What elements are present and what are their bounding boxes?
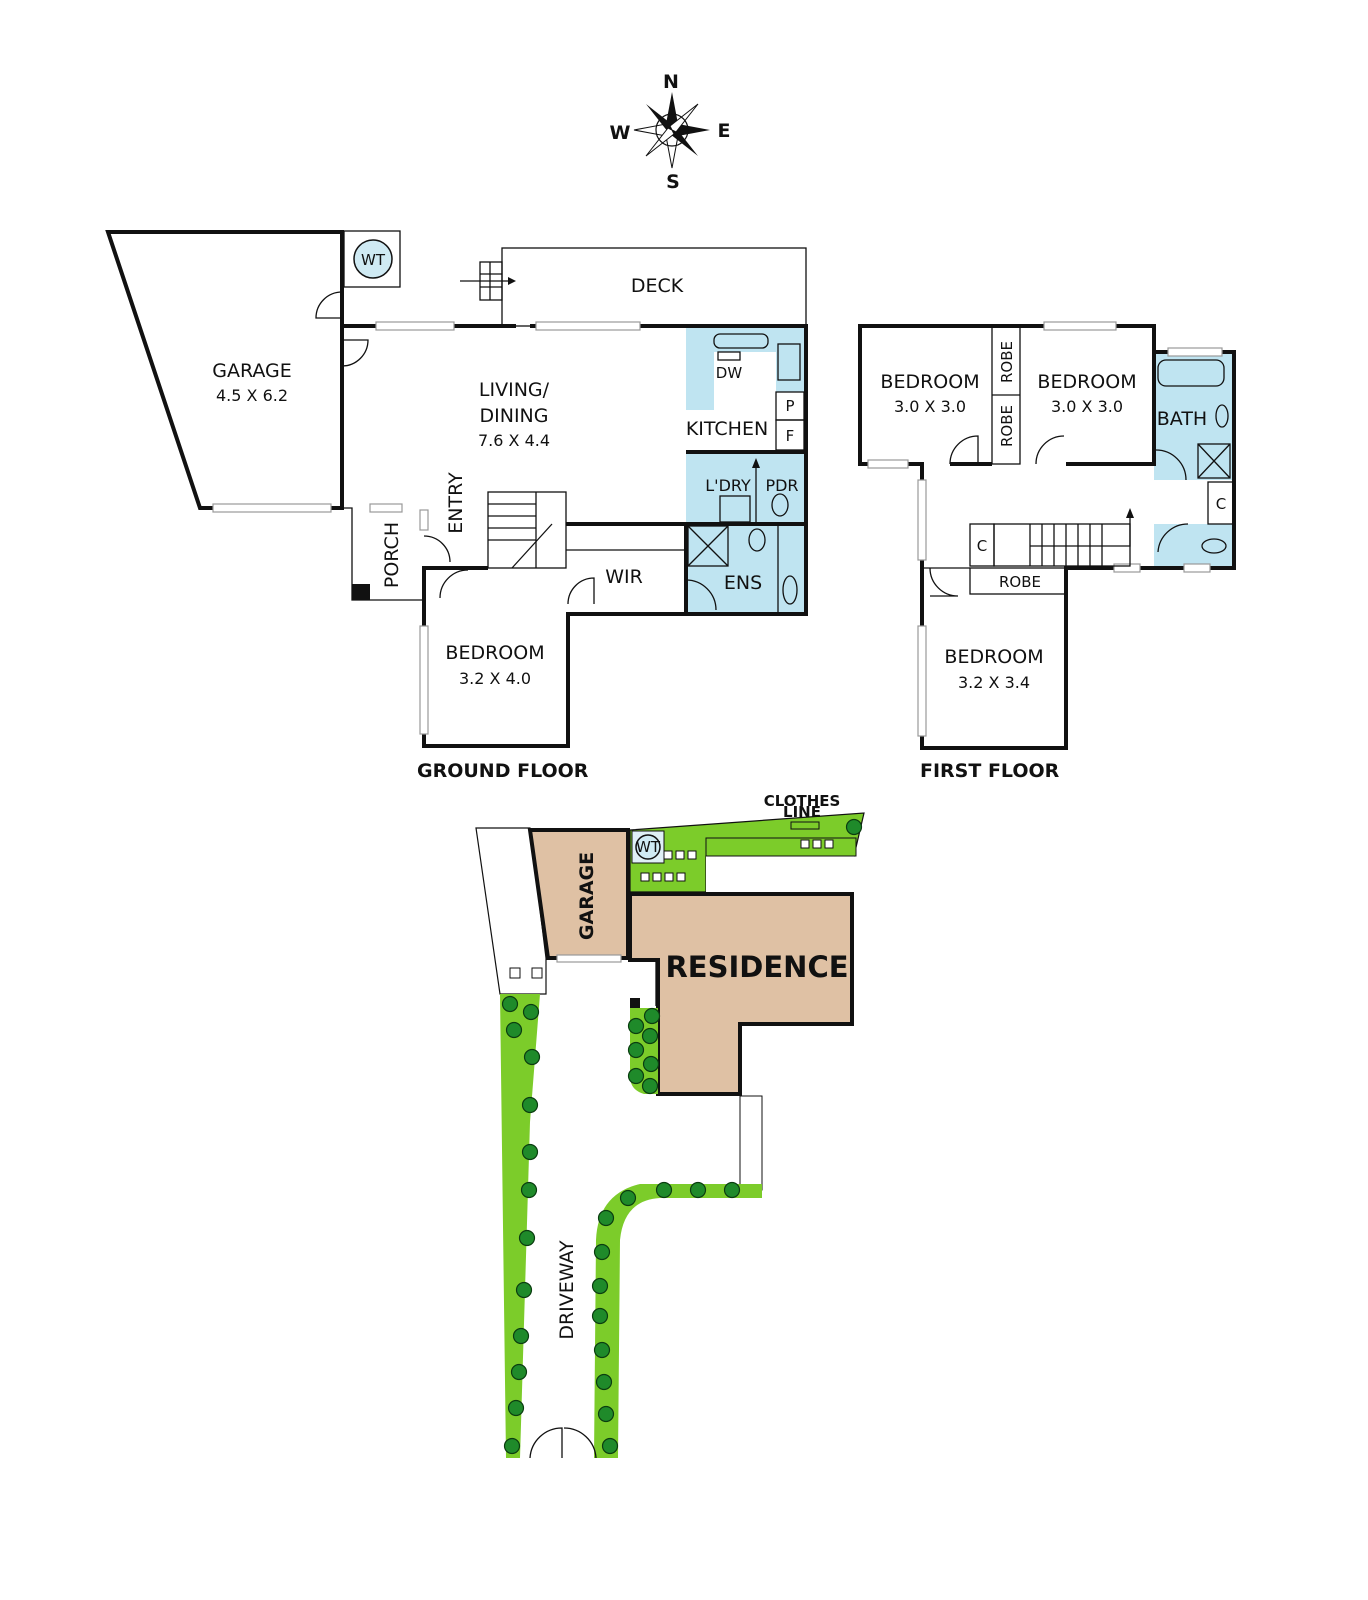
tree-icon: [515, 1281, 533, 1299]
kitchen-label: KITCHEN: [686, 418, 768, 440]
paver-stone: [640, 872, 650, 882]
site-garage-label: GARAGE: [576, 852, 598, 940]
water-tank-label: WT: [361, 251, 386, 269]
cupboard-label: C: [977, 537, 987, 555]
paver-stone: [652, 872, 662, 882]
robe-label: ROBE: [998, 341, 1016, 383]
bedroom-3-label: BEDROOM: [944, 646, 1043, 668]
tree-icon: [523, 1048, 541, 1066]
garage-dims: 4.5 X 6.2: [216, 386, 288, 405]
tree-icon: [723, 1181, 741, 1199]
bath-label: BATH: [1157, 408, 1207, 430]
clothes-line-label: CLOTHES: [764, 792, 841, 810]
bedroom-2-label: BEDROOM: [1037, 371, 1136, 393]
paver-stone: [800, 839, 810, 849]
compass-north: N: [663, 71, 679, 93]
paver-stone: [676, 872, 686, 882]
paver-stone: [824, 839, 834, 849]
compass-south: S: [666, 171, 680, 193]
tree-icon: [641, 1027, 659, 1045]
stairs: [993, 508, 1134, 567]
tree-icon: [512, 1327, 530, 1345]
clothes-line-label-2: LINE: [783, 803, 821, 821]
residence-footprint: [628, 892, 854, 1096]
residence-label: RESIDENCE: [665, 950, 848, 984]
water-tank-icon: [635, 834, 661, 860]
tree-icon: [505, 1021, 523, 1039]
pantry-label: P: [785, 397, 794, 415]
water-tank-icon: [353, 239, 393, 279]
tree-icon: [503, 1437, 521, 1455]
tree-icon: [507, 1399, 525, 1417]
deck-label: DECK: [631, 275, 684, 297]
tree-icon: [593, 1341, 611, 1359]
dishwasher-label: DW: [716, 364, 743, 382]
compass-west: W: [610, 122, 631, 144]
bedroom-3-dims: 3.2 X 3.4: [958, 673, 1030, 692]
bedroom-1-dims: 3.0 X 3.0: [894, 397, 966, 416]
tree-icon: [641, 1077, 659, 1095]
wir-label: WIR: [605, 566, 643, 588]
ensuite-label: ENS: [724, 572, 762, 594]
living-dims: 7.6 X 4.4: [478, 431, 550, 450]
compass-rose-icon: [633, 92, 710, 169]
tree-icon: [521, 1143, 539, 1161]
bedroom-2-dims: 3.0 X 3.0: [1051, 397, 1123, 416]
tree-icon: [593, 1243, 611, 1261]
tree-icon: [510, 1363, 528, 1381]
water-tank-box: [343, 230, 401, 288]
fridge-label: F: [786, 427, 795, 445]
stairs: [487, 491, 567, 569]
driveway-label: DRIVEWAY: [556, 1240, 578, 1340]
tree-icon: [591, 1277, 609, 1295]
bedroom-label: BEDROOM: [445, 642, 544, 664]
bedroom-1-label: BEDROOM: [880, 371, 979, 393]
laundry-label: L'DRY: [705, 476, 751, 495]
tree-icon: [522, 1003, 540, 1021]
tree-icon: [689, 1181, 707, 1199]
ground-floor-plan: [105, 230, 808, 748]
tree-icon: [627, 1017, 645, 1035]
paver-stone: [687, 850, 697, 860]
dining-label: DINING: [480, 405, 549, 427]
tree-icon: [597, 1405, 615, 1423]
tree-icon: [520, 1181, 538, 1199]
paver-stone: [675, 850, 685, 860]
tree-icon: [597, 1209, 615, 1227]
paver-stone: [664, 872, 674, 882]
powder-label: PDR: [765, 476, 798, 495]
site-water-tank-label: WT: [636, 838, 661, 856]
tree-icon: [627, 1041, 645, 1059]
tree-icon: [518, 1229, 536, 1247]
tree-icon: [595, 1373, 613, 1391]
tree-icon: [619, 1189, 637, 1207]
entry-label: ENTRY: [445, 472, 467, 534]
compass-east: E: [718, 120, 731, 142]
cupboard-label: C: [1216, 495, 1226, 513]
robe-label: ROBE: [999, 573, 1041, 591]
ground-floor-title: GROUND FLOOR: [417, 760, 589, 782]
first-floor-plan: [858, 321, 1236, 750]
paver-stone: [812, 839, 822, 849]
tree-icon: [642, 1055, 660, 1073]
garage-label: GARAGE: [212, 360, 292, 382]
tree-icon: [521, 1096, 539, 1114]
tree-icon: [627, 1067, 645, 1085]
paver-stone: [663, 850, 673, 860]
robe-label: ROBE: [998, 405, 1016, 447]
tree-icon: [601, 1437, 619, 1455]
tree-icon: [591, 1307, 609, 1325]
tree-icon: [501, 995, 519, 1013]
tree-icon: [655, 1181, 673, 1199]
living-label: LIVING/: [479, 379, 550, 401]
bedroom-dims: 3.2 X 4.0: [459, 669, 531, 688]
first-floor-title: FIRST FLOOR: [920, 760, 1060, 782]
site-plan: [475, 812, 865, 1459]
tree-icon: [845, 818, 863, 836]
tree-icon: [643, 1007, 661, 1025]
porch-label: PORCH: [381, 522, 403, 588]
